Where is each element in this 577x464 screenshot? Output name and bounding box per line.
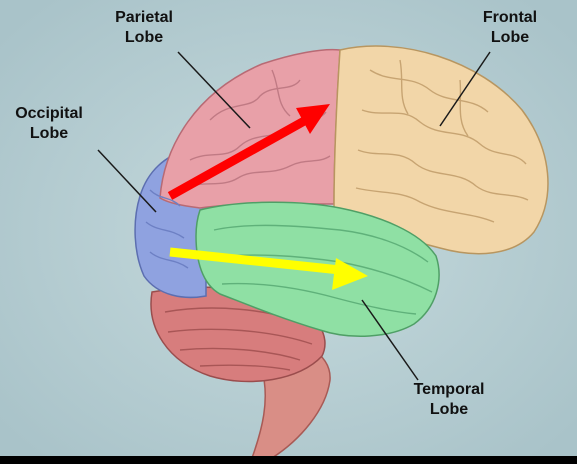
red-arrow: [167, 104, 330, 200]
label-frontal-lobe: Frontal Lobe: [470, 8, 550, 48]
label-occipital-line2: Lobe: [29, 125, 69, 142]
leader-lines: [97, 51, 491, 381]
frontal-lobe: [333, 45, 549, 255]
label-parietal-line1: Parietal: [115, 9, 173, 26]
occipital-gyri: [145, 189, 189, 269]
yellow-arrow: [169, 247, 368, 290]
label-temporal-line1: Temporal: [413, 381, 485, 398]
label-frontal-line1: Frontal: [482, 9, 538, 26]
frontal-gyri: [355, 59, 529, 223]
leader-parietal: [177, 51, 251, 129]
label-occipital-lobe: Occipital Lobe: [4, 104, 94, 144]
label-parietal-line2: Lobe: [124, 29, 164, 46]
label-parietal-lobe: Parietal Lobe: [104, 8, 184, 48]
leader-temporal: [361, 299, 419, 381]
leader-occipital: [97, 149, 157, 213]
label-occipital-line1: Occipital: [15, 105, 83, 122]
leader-frontal: [439, 51, 491, 127]
label-temporal-lobe: Temporal Lobe: [404, 380, 494, 420]
bottom-black-bar: [0, 456, 577, 464]
label-frontal-line2: Lobe: [490, 29, 530, 46]
label-temporal-line2: Lobe: [429, 401, 469, 418]
